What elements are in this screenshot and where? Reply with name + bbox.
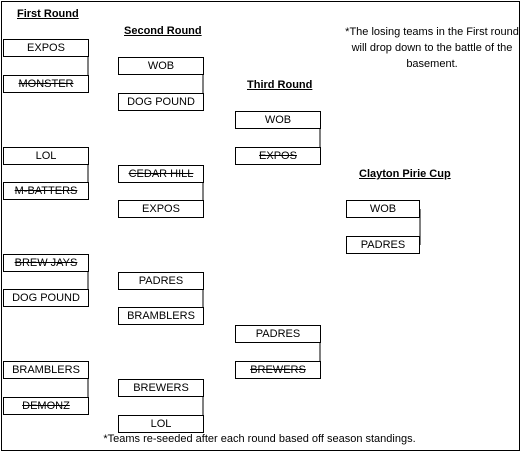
round1-team: LOL (3, 147, 89, 165)
round1-team: M-BATTERS (3, 182, 89, 200)
round2-team: WOB (118, 57, 204, 75)
round2-team: DOG POUND (118, 93, 204, 111)
round2-team: CEDAR HILL (118, 165, 204, 183)
final-header: Clayton Pirie Cup (359, 168, 451, 180)
round2-team: BREWERS (118, 379, 204, 397)
final-team: PADRES (346, 236, 420, 254)
round1-team: EXPOS (3, 39, 89, 57)
round1-team: MONSTER (3, 75, 89, 93)
reseed-footnote: *Teams re-seeded after each round based … (103, 433, 416, 445)
final-team: WOB (346, 200, 420, 218)
round2-team: BRAMBLERS (118, 307, 204, 325)
round2-team: PADRES (118, 272, 204, 290)
first-round-header: First Round (17, 8, 79, 20)
round3-team: EXPOS (235, 147, 321, 165)
second-round-header: Second Round (124, 25, 202, 37)
losing-teams-note: *The losing teams in the First round wil… (345, 26, 519, 70)
round1-team: DEMONZ (3, 397, 89, 415)
round3-team: BREWERS (235, 361, 321, 379)
round2-team: EXPOS (118, 200, 204, 218)
round3-team: PADRES (235, 325, 321, 343)
round1-team: DOG POUND (3, 289, 89, 307)
round2-team: LOL (118, 415, 204, 433)
round3-team: WOB (235, 111, 321, 129)
round1-team: BREW JAYS (3, 254, 89, 272)
round1-team: BRAMBLERS (3, 361, 89, 379)
third-round-header: Third Round (247, 79, 313, 91)
